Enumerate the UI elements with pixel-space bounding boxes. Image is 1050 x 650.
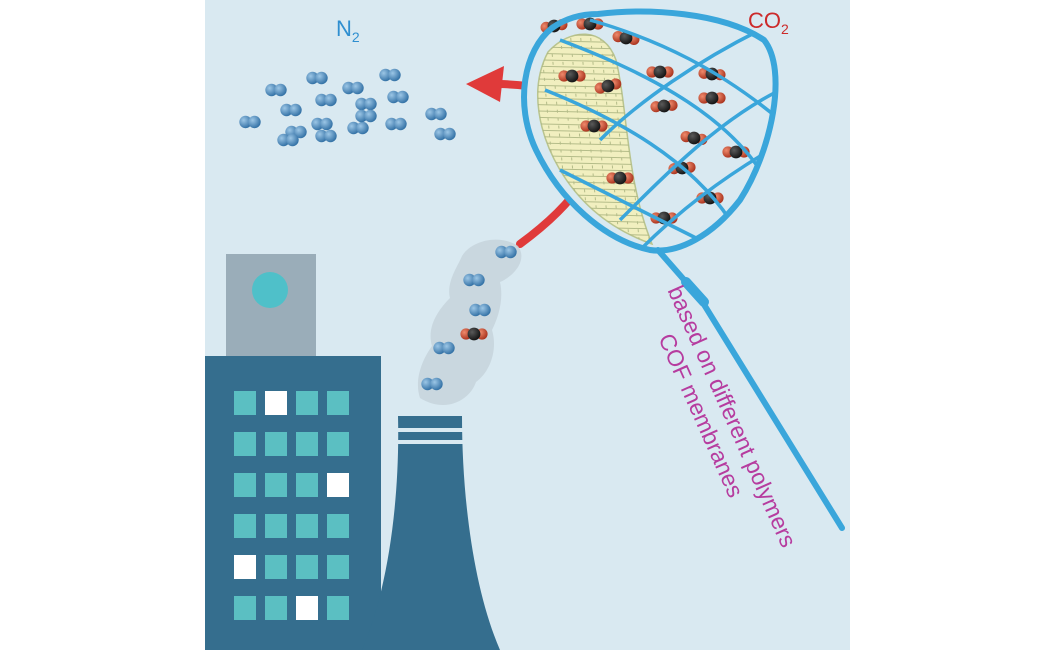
molecule-icon [315,93,337,107]
molecule-icon [387,90,409,104]
chimney-icon [362,416,500,650]
molecule-icon [425,107,447,121]
molecule-icon [315,129,337,143]
net-icon [521,8,845,531]
molecule-icon [650,99,678,113]
molecule-icon [347,121,369,135]
window [265,555,287,579]
molecule-icon [421,377,443,391]
molecule-icon [379,68,401,82]
molecule-icon [463,273,485,287]
window [265,473,287,497]
n2-label-sub: 2 [352,29,360,45]
window [234,596,256,620]
molecule-icon [558,69,586,83]
molecule-icon [612,31,640,45]
window [296,514,318,538]
molecule-icon [469,303,491,317]
molecule-icon [433,341,455,355]
co2-label: CO2 [748,8,789,37]
window [327,391,349,415]
n2-label: N2 [336,16,360,45]
window [296,391,318,415]
smoke-plume [417,239,522,406]
molecule-icon [460,327,488,341]
n2-label-base: N [336,16,352,41]
molecule-icon [311,117,333,131]
molecule-icon [355,109,377,123]
window [296,596,318,620]
molecule-icon [698,91,726,105]
window [327,473,349,497]
molecule-icon [306,71,328,85]
nitrogen-molecule-cloud [239,68,456,147]
molecule-icon [342,81,364,95]
window [265,391,287,415]
molecule-icon [580,119,608,133]
window [234,514,256,538]
molecule-icon [495,245,517,259]
molecule-icon [606,171,634,185]
window [296,473,318,497]
window [296,555,318,579]
molecule-icon [594,78,622,94]
window [265,596,287,620]
molecule-icon [355,97,377,111]
molecule-icon [434,127,456,141]
molecule-icon [280,103,302,117]
window [234,555,256,579]
molecule-icon [646,65,674,79]
window [234,391,256,415]
factory-building [205,356,381,650]
window [234,473,256,497]
co2-label-sub: 2 [781,21,789,37]
window [327,555,349,579]
tank-light [252,272,288,308]
window [296,432,318,456]
factory-icon [205,254,381,650]
molecule-icon [265,83,287,97]
co2-label-base: CO [748,8,781,33]
window [327,596,349,620]
molecule-icon [277,133,299,147]
window [265,514,287,538]
window [327,432,349,456]
molecule-icon [385,117,407,131]
window [265,432,287,456]
molecule-icon [239,115,261,129]
window [327,514,349,538]
window [234,432,256,456]
